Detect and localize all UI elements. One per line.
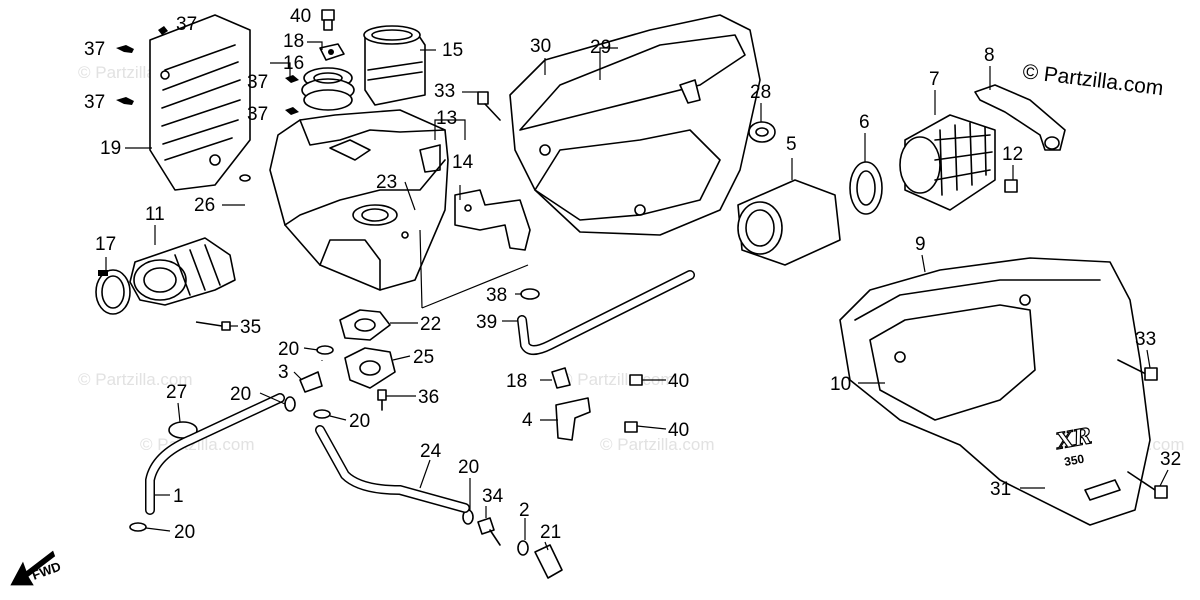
part-11-boot [129,237,236,306]
part-32-bolt [1127,471,1168,499]
callout-1: 1 [173,486,184,507]
part-39-hose [517,270,695,355]
part-25-plate [344,347,396,389]
part-18-clip [319,43,345,61]
callout-38: 38 [486,285,507,306]
callout-11: 11 [145,204,165,225]
part-33-right-bolt [1117,359,1158,381]
part-17-clamp [95,269,131,315]
callout-9: 9 [915,234,926,255]
fwd-label: FWD [30,559,63,583]
callout-23: 23 [376,172,397,193]
callout-13: 13 [436,108,457,129]
part-30-cover [509,14,761,236]
callout-36: 36 [418,387,439,408]
callout-7: 7 [929,69,940,90]
callout-40: 40 [668,371,689,392]
callout-20: 20 [174,522,195,543]
callout-5: 5 [786,134,797,155]
callout-2: 2 [519,500,530,521]
callout-40: 40 [290,6,311,27]
callout-21: 21 [540,522,561,543]
part-16-joint [301,67,355,111]
callout-17: 17 [95,234,116,255]
callout-24: 24 [420,441,442,462]
part-22-gasket [339,309,391,341]
part-12-nut [1004,179,1018,193]
part-15-duct [363,25,426,106]
part-10-side-cover: XR 350 [839,257,1151,526]
part-4-bracket [555,397,591,441]
callout-22: 22 [420,314,441,335]
part-36-screw [377,389,387,411]
callout-27: 27 [166,382,187,403]
callout-20: 20 [458,457,479,478]
callout-40: 40 [668,420,689,441]
callout-4: 4 [522,410,533,431]
callout-34: 34 [482,486,504,507]
callout-6: 6 [859,112,870,133]
part-5-element [737,179,841,266]
part-7-holder [899,114,996,211]
callout-14: 14 [452,152,474,173]
callout-20: 20 [349,411,370,432]
callout-35: 35 [240,317,261,338]
callout-37: 37 [247,72,268,93]
callout-3: 3 [278,362,289,383]
callout-30: 30 [530,36,551,57]
part-33-bolt [477,91,501,121]
callout-31: 31 [990,479,1011,500]
part-8-bracket [974,84,1066,151]
part-40-bolt [321,9,335,31]
part-2-clamp [517,540,529,556]
callout-19: 19 [100,138,121,159]
callout-18: 18 [506,371,527,392]
part-18-lower-clip [551,367,571,389]
screws-37 [116,26,299,115]
callout-29: 29 [590,37,611,58]
part-21-plug [534,544,563,579]
part-28-grommet [748,121,776,143]
copyright-text: © Partzilla.com [1021,60,1164,100]
callout-20: 20 [230,384,251,405]
callout-20: 20 [278,339,299,360]
part-6-ring [849,161,883,215]
callout-37: 37 [84,39,105,60]
callout-15: 15 [442,40,463,61]
callout-37: 37 [247,104,268,125]
part-38-clip [520,288,540,300]
callout-37: 37 [84,92,105,113]
cover-logo-350: 350 [1063,452,1085,469]
fwd-arrow: FWD [10,550,63,586]
watermark: © Partzilla.com [78,370,193,389]
part-13-airbox [269,109,449,291]
callout-8: 8 [984,45,995,66]
part-34-fitting [477,517,501,546]
watermark: © Partzilla.com [560,370,675,389]
callout-labels: 37 37 37 37 37 19 40 18 16 15 30 29 33 1… [84,6,1181,543]
callout-28: 28 [750,82,771,103]
callout-26: 26 [194,195,215,216]
callout-33: 33 [434,81,455,102]
part-14-bracket [454,189,531,251]
part-19-shield [149,14,251,191]
callout-37: 37 [176,14,197,35]
part-24-hose [315,425,470,513]
callout-16: 16 [283,53,304,74]
watermark: © Partzilla.com [600,435,715,454]
callout-33: 33 [1135,329,1156,350]
callout-39: 39 [476,312,497,333]
callout-32: 32 [1160,449,1181,470]
part-3-drain [299,371,323,393]
callout-12: 12 [1002,144,1023,165]
callout-18: 18 [283,31,304,52]
clamps-20 [129,345,474,532]
callout-25: 25 [413,347,434,368]
part-35-screw [195,321,231,331]
leader-lines [105,41,1169,551]
part-1-hose [145,393,285,515]
callout-10: 10 [830,374,851,395]
